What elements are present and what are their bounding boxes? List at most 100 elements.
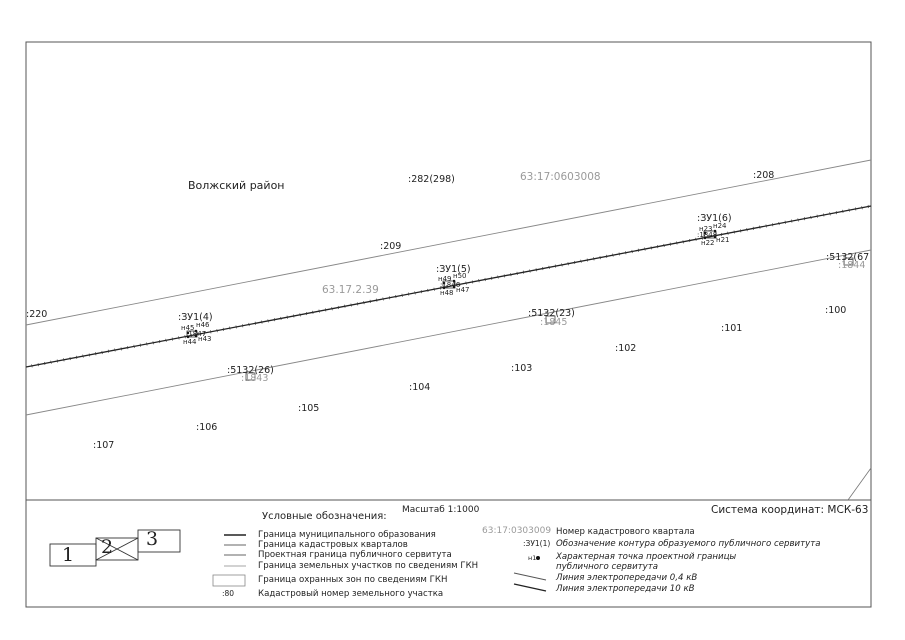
power-line-tick [152,341,154,345]
legend-point-text: Характерная точка проектной границы [556,552,737,562]
sheet-index-3: 3 [146,528,159,550]
power-line-tick [127,346,129,350]
legend-title: Условные обозначения: [262,511,387,522]
power-line-tick [593,257,595,261]
power-line-tick [503,274,505,278]
map-frame [25,41,872,608]
zone-label: :1847 [186,330,207,338]
legend-line-04-text: Линия электропередачи 0,4 кВ [556,573,698,583]
power-line-tick [248,322,250,327]
power-line-tick [810,215,812,220]
power-line-tick [606,254,608,259]
power-line-tick [855,207,857,211]
security-zone-box [843,257,854,266]
servitude-contour-4 [186,329,198,339]
power-line-tick [184,335,186,339]
power-line-tick [631,249,633,254]
power-line-tick [427,288,429,293]
power-line-tick [459,282,461,286]
power-line-tick [420,290,422,294]
power-line-tick [69,356,71,361]
power-line-tick [107,349,110,353]
power-line-tick [95,352,97,356]
power-line-tick [829,212,831,216]
servitude-contour-5 [442,279,456,290]
power-line-tick [561,263,563,267]
power-line-tick [401,293,403,297]
sheet-index-2: 2 [101,536,114,558]
power-line-tick [644,247,646,251]
corner-boundary-line [847,467,872,501]
legend-parcel-sample: :80 [222,589,235,598]
power-line-tick [101,350,103,355]
legend-point-text-2: публичного сервитута [556,562,659,572]
scale-label: Масштаб 1:1000 [402,505,480,515]
power-line-tick [408,292,410,296]
power-line-tick [484,277,486,282]
legend-servitude-text: Проектная граница публичного сервитута [258,550,452,560]
power-line-tick [242,324,244,328]
power-line-tick [114,348,116,352]
power-line-tick [331,307,333,311]
power-line-tick [625,251,627,255]
legend-municipal-text: Граница муниципального образования [258,530,436,540]
legend-parcels-text: Граница земельных участков по сведениям … [258,561,479,571]
point-label: н21 [716,236,730,244]
legend-quarter-sample: 63:17:0303009 [482,526,552,536]
power-line-tick [497,275,499,279]
quarter-label: 63.17.2.39 [322,284,379,296]
power-line-tick [159,339,161,344]
power-line-tick [37,363,39,367]
power-line-tick [567,262,569,266]
parcel-label: :208 [753,170,775,181]
legend-symbol-line-04 [513,572,547,581]
parcel-label: :5132(67 [826,252,870,263]
point-label: н49 [438,275,452,283]
legend-symbol-point [536,556,540,560]
power-line-tick [701,236,703,240]
power-line-tick [478,279,480,283]
point-label: н47 [456,286,470,294]
power-line-tick [657,245,659,249]
power-line-tick [580,259,582,263]
power-line-tick [491,276,493,280]
power-line-tick [350,303,352,307]
power-line-tick [612,253,614,257]
point-label: н43 [198,335,212,343]
power-line-tick [574,260,576,265]
point-label: н22 [701,239,715,247]
power-line-tick [746,227,748,232]
power-line-tick [542,266,544,271]
sheet-index-diagram [49,529,181,567]
power-line-tick [650,246,652,250]
power-line-tick [376,298,378,302]
parcel-label: :5132(26) [227,365,274,376]
power-line-tick [344,304,346,308]
servitude-label: :ЗУ1(6) [697,213,732,224]
legend-zones-text: Граница охранных зон по сведениям ГКН [258,575,448,585]
power-line-tick [510,273,512,277]
power-line-tick [286,315,288,319]
district-label: Волжский район [188,179,285,192]
power-line-tick [765,224,767,228]
power-line-tick [465,281,467,285]
servitude-label: :ЗУ1(4) [178,312,213,323]
power-line-tick [516,271,518,276]
power-line-tick [388,296,391,300]
point-label: н48 [440,289,454,297]
power-line-tick [273,318,276,322]
power-line-tick [848,208,850,212]
power-line-tick [267,319,269,323]
power-line-tick [190,333,193,338]
power-line-tick [50,360,52,364]
power-line-tick [797,218,799,222]
parcel-label: :220 [26,309,48,320]
power-line-tick [63,358,65,362]
power-line-tick [522,270,525,274]
power-line-tick [529,269,531,273]
quarter-label: 63:17:0603008 [520,171,601,183]
servitude-label: :ЗУ1(5) [436,264,471,275]
servitude-boundary-lower [25,249,872,416]
legend-symbol-line-10 [513,583,547,592]
